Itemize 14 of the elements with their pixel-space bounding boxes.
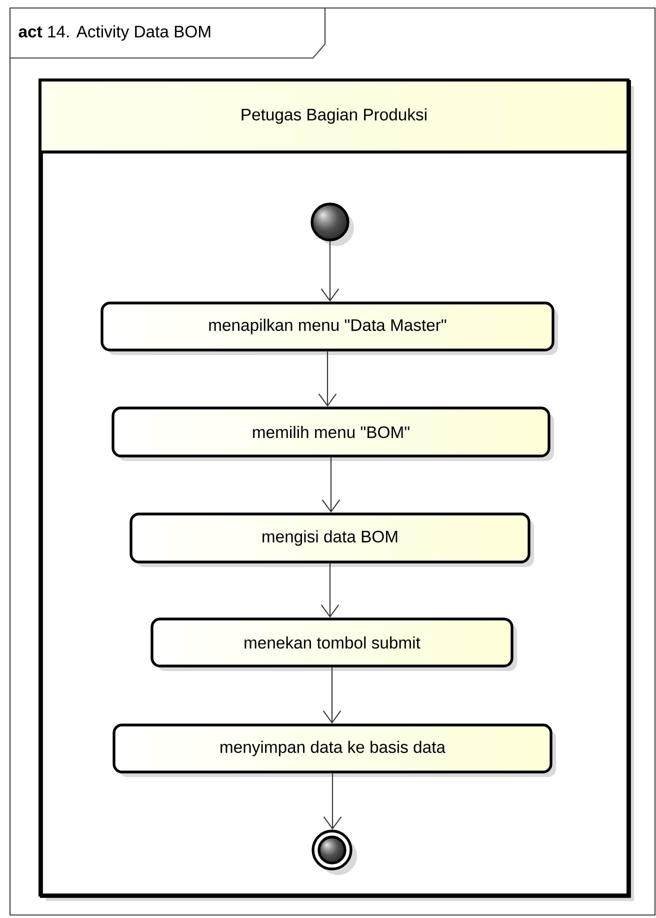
arrow [322,667,342,724]
arrow [320,241,340,302]
action-box: memilih menu "BOM" [112,406,554,461]
action-box: mengisi data BOM [130,512,534,567]
arrow [318,351,337,407]
initial-node [310,202,354,246]
arrow [322,457,340,513]
action-box: menapilkan menu "Data Master" [100,302,558,355]
title-tab: act 14. Activity Data BOM [10,8,326,59]
action-box: menyimpan data ke basis data [112,724,556,777]
final-node [312,830,357,875]
arrow [323,773,342,830]
action-box: menekan tombol submit [150,618,517,671]
arrow [320,563,340,618]
